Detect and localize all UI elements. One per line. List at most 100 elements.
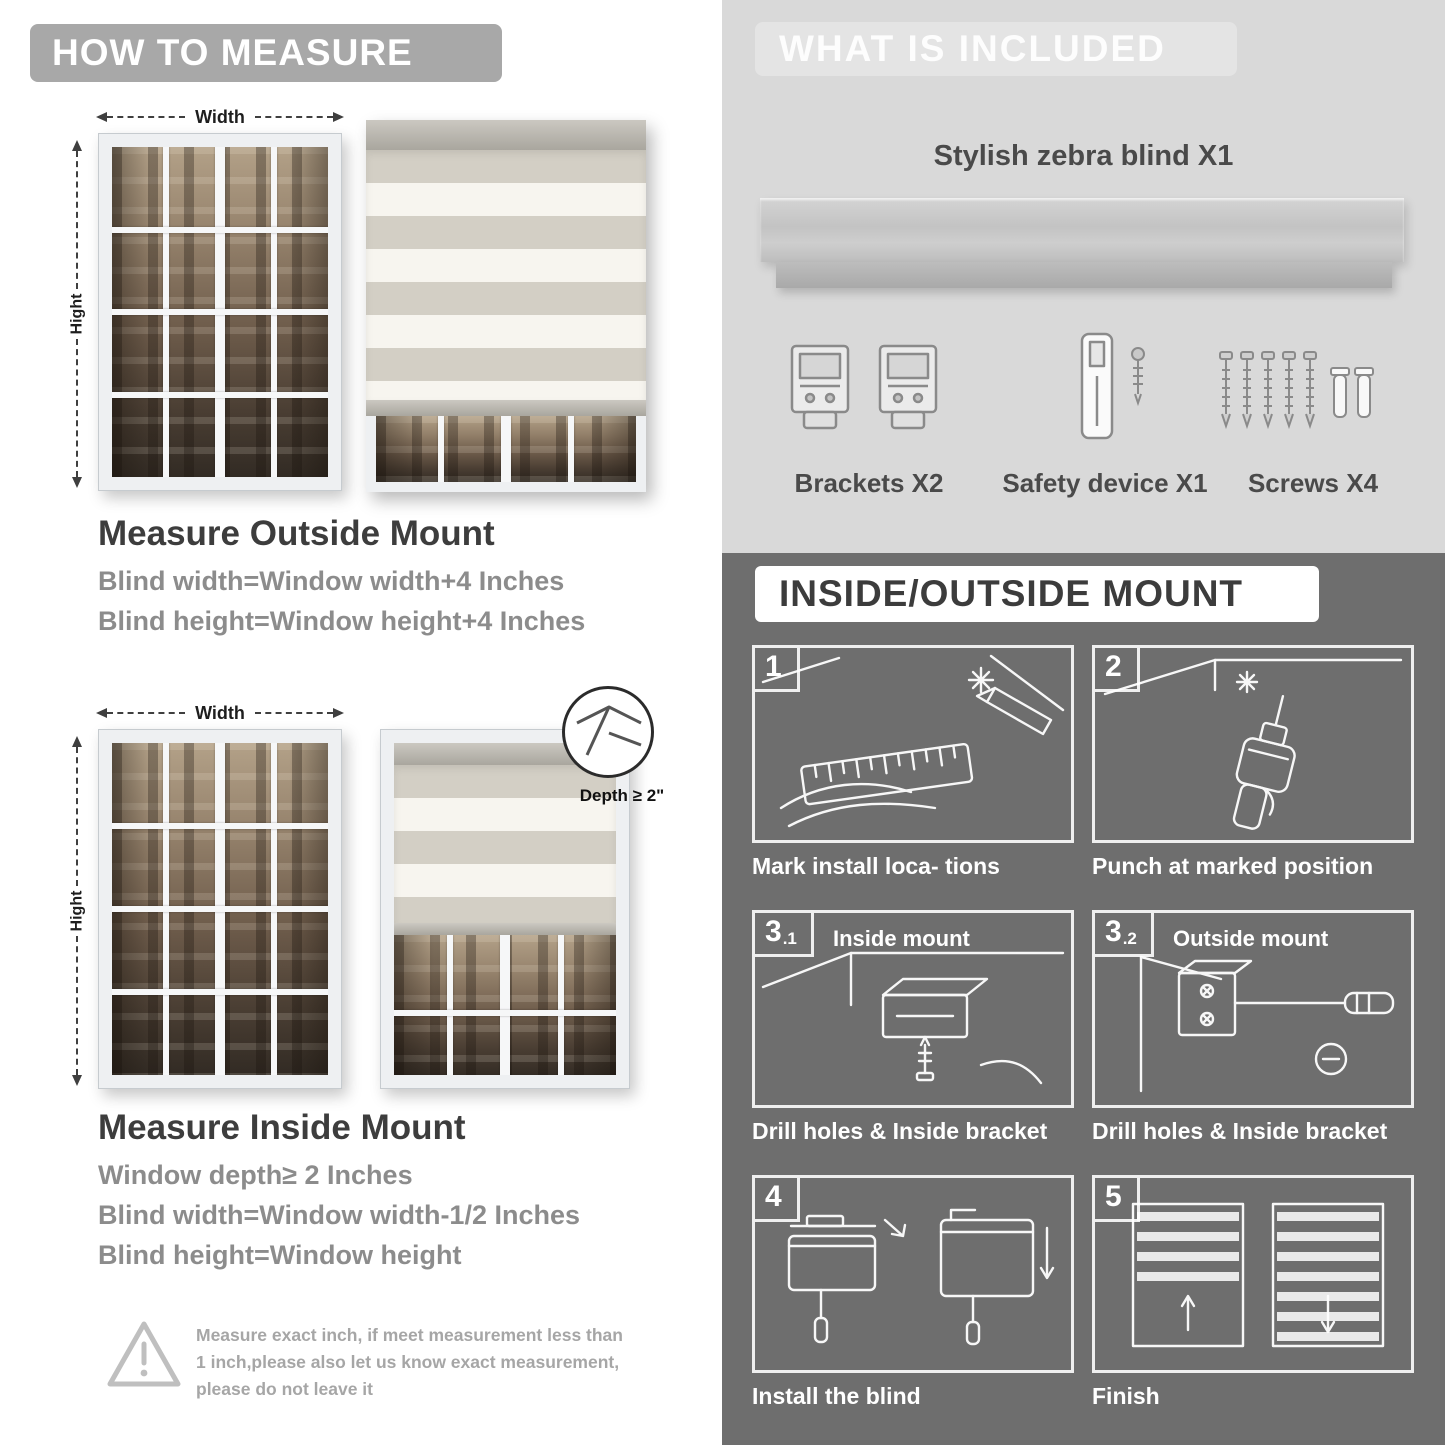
- window-illustration-outside: [98, 133, 342, 491]
- step-3-2: 3.2 Outside mount: [1092, 910, 1414, 1145]
- mount-header: INSIDE/OUTSIDE MOUNT: [755, 566, 1319, 622]
- mullion: [557, 935, 564, 1075]
- arrow-down-icon: [72, 477, 82, 488]
- step-5-panel: 5: [1092, 1175, 1414, 1373]
- drill-icon: [1103, 658, 1403, 830]
- outside-bracket-icon: [1139, 955, 1395, 1093]
- dashed-line: [76, 339, 78, 477]
- mullion: [568, 416, 574, 482]
- arrow-up-icon: [72, 140, 82, 151]
- arrow-right-icon: [333, 708, 345, 718]
- measure-mark-icon: [761, 654, 1065, 828]
- arrow-down-icon: [72, 1075, 82, 1086]
- step-4-caption: Install the blind: [752, 1383, 921, 1409]
- window-panes: [112, 743, 328, 1075]
- step-number: 4: [755, 1178, 800, 1222]
- mullion: [112, 989, 328, 995]
- outside-width-formula: Blind width=Window width+4 Inches: [98, 566, 565, 596]
- blind-zebra-stripes: [366, 150, 646, 400]
- dashed-line: [107, 712, 186, 714]
- dashed-line: [76, 151, 78, 289]
- step-2-caption: Punch at marked position: [1092, 853, 1374, 879]
- zebra-blind-illustration-outside: [366, 120, 646, 492]
- dashed-line: [254, 116, 334, 118]
- step-5-caption: Finish: [1092, 1383, 1160, 1409]
- arrow-left-icon: [96, 708, 107, 718]
- step-3-2-panel: 3.2 Outside mount: [1092, 910, 1414, 1108]
- step-3-1-title: Inside mount: [833, 926, 970, 951]
- inside-bracket-icon: [761, 951, 1065, 1085]
- how-to-measure-header: HOW TO MEASURE: [30, 24, 502, 82]
- mount-instructions-section: INSIDE/OUTSIDE MOUNT 1: [722, 553, 1445, 1445]
- inside-width-formula: Blind width=Window width-1/2 Inches: [98, 1200, 581, 1230]
- height-dimension-inside: Hight: [68, 736, 85, 1086]
- width-label: Width: [195, 106, 245, 127]
- width-dimension-outside: Width: [96, 107, 345, 127]
- window-corner-detail: [576, 705, 642, 756]
- step-1-caption: Mark install loca- tions: [752, 853, 1000, 879]
- headrail-fascia: [776, 262, 1392, 288]
- how-to-measure-section: HOW TO MEASURE Width Hight: [0, 0, 722, 1445]
- brackets-icon: [790, 344, 938, 430]
- dashed-line: [76, 936, 78, 1075]
- mullion: [438, 416, 444, 482]
- screws-icon: [1219, 351, 1374, 427]
- safety-device-icon: [1080, 332, 1145, 440]
- right-column: WHAT IS INCLUDED Stylish zebra blind X1: [722, 0, 1445, 1445]
- outside-mount-title: Measure Outside Mount: [98, 514, 495, 553]
- install-blind-icon: [787, 1208, 1055, 1346]
- depth-magnifier-icon: [562, 686, 654, 778]
- step-3-1: 3.1 Inside mount: [752, 910, 1074, 1145]
- window-panes: [394, 743, 616, 1075]
- mullion: [112, 226, 328, 233]
- installation-steps: 1: [752, 645, 1414, 1410]
- width-dimension-inside: Width: [96, 703, 345, 723]
- zebra-blind-illustration-inside: [380, 729, 630, 1089]
- headrail-illustration: [760, 198, 1404, 262]
- blind-bottom-rail: [394, 923, 616, 935]
- width-label: Width: [195, 702, 245, 723]
- dashed-line: [76, 747, 78, 886]
- window-illustration-inside: [98, 729, 342, 1089]
- step-4: 4: [752, 1175, 1074, 1410]
- mullion: [446, 935, 453, 1075]
- step-number: 3.1: [755, 913, 814, 957]
- step-2-panel: 2: [1092, 645, 1414, 843]
- step-3-2-title: Outside mount: [1173, 926, 1329, 951]
- mount-title: INSIDE/OUTSIDE MOUNT: [779, 573, 1244, 614]
- measurement-warning-text: Measure exact inch, if meet measurement …: [196, 1325, 623, 1400]
- mullion: [500, 935, 510, 1075]
- step-3-1-panel: 3.1 Inside mount: [752, 910, 1074, 1108]
- depth-label: Depth ≥ 2": [579, 786, 665, 805]
- blind-zebra-stripes: [394, 765, 616, 923]
- mullion: [112, 823, 328, 829]
- mullion: [112, 309, 328, 315]
- height-label: Hight: [68, 890, 85, 932]
- blind-in-frame: [394, 743, 616, 935]
- step-1-panel: 1: [752, 645, 1074, 843]
- window-below-blind: [394, 935, 616, 1075]
- arrow-left-icon: [96, 112, 107, 122]
- safety-device-label: Safety device X1: [1002, 468, 1208, 498]
- step-1: 1: [752, 645, 1074, 880]
- height-label: Hight: [68, 293, 85, 335]
- step-5: 5: [1092, 1175, 1414, 1410]
- step-3-1-caption: Drill holes & Inside bracket: [752, 1118, 1048, 1144]
- step-2: 2: [1092, 645, 1414, 880]
- inside-height-formula: Blind height=Window height: [98, 1240, 462, 1270]
- warning-triangle-icon: [102, 1316, 186, 1394]
- blind-top-rail: [394, 743, 616, 765]
- step-number: 5: [1095, 1178, 1140, 1222]
- outside-height-formula: Blind height=Window height+4 Inches: [98, 606, 586, 636]
- step-number: 3.2: [1095, 913, 1154, 957]
- arrow-right-icon: [333, 112, 345, 122]
- what-is-included-section: WHAT IS INCLUDED Stylish zebra blind X1: [722, 0, 1445, 553]
- brackets-label: Brackets X2: [794, 468, 944, 498]
- blind-top-rail: [366, 120, 646, 150]
- blind-bottom-rail: [366, 400, 646, 416]
- finished-blind-icon: [1131, 1202, 1385, 1348]
- mullion: [112, 906, 328, 912]
- mullion: [501, 416, 511, 482]
- dashed-line: [254, 712, 334, 714]
- what-is-included-title: WHAT IS INCLUDED: [779, 28, 1166, 69]
